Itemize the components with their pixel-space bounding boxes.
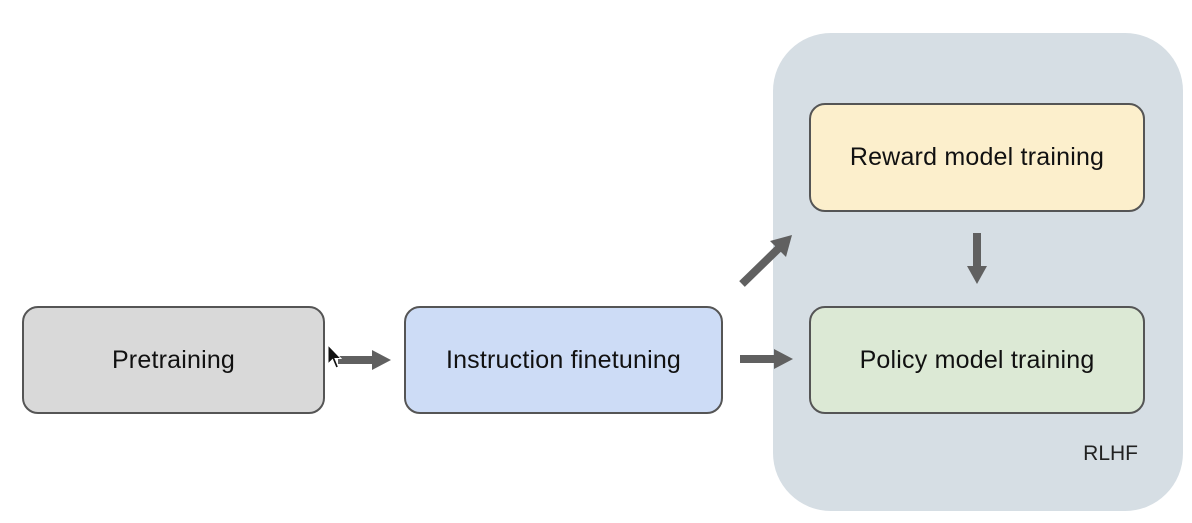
policy-model-training-node: Policy model training [809, 306, 1145, 414]
rlhf-group-label: RLHF [1083, 442, 1138, 465]
policy-model-training-label: Policy model training [859, 345, 1095, 374]
reward-model-training-node: Reward model training [809, 103, 1145, 212]
reward-model-training-label: Reward model training [849, 143, 1105, 171]
arrow-pretraining-to-instruction [338, 350, 391, 370]
pretraining-label: Pretraining [111, 345, 236, 374]
instruction-finetuning-label: Instruction finetuning [445, 345, 682, 374]
arrow-reward-to-policy [967, 233, 987, 284]
mouse-pointer-icon [327, 344, 343, 369]
arrow-instruction-to-policy [740, 349, 793, 369]
instruction-finetuning-node: Instruction finetuning [404, 306, 723, 414]
pretraining-node: Pretraining [22, 306, 325, 414]
arrow-instruction-to-reward [739, 235, 792, 287]
